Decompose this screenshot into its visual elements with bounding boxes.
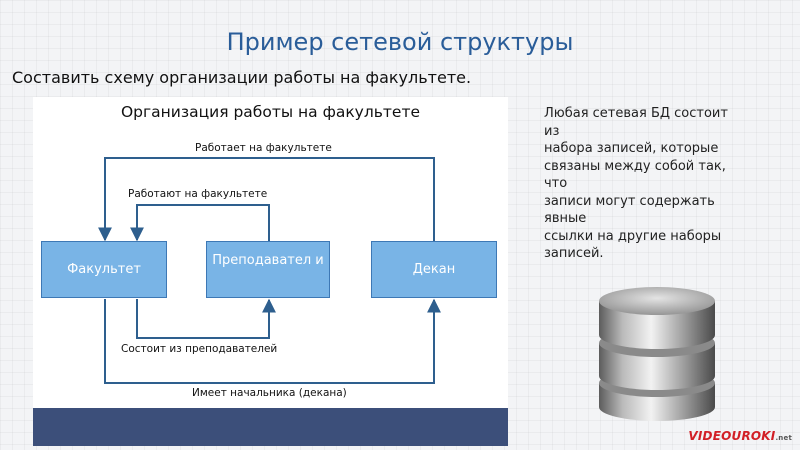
watermark-suffix: .net (775, 434, 792, 442)
side-line: что (544, 176, 568, 191)
slide-subtitle: Составить схему организации работы на фа… (12, 68, 472, 87)
side-description: Любая сетевая БД состоит из набора запис… (544, 105, 766, 263)
side-line: набора записей, которые (544, 141, 719, 156)
side-line: ссылки на другие наборы (544, 228, 722, 244)
node-faculty: Факультет (41, 241, 167, 298)
edge-faculty-dean (104, 298, 441, 384)
videouroki-watermark: VIDEOUROKI.net (688, 429, 792, 443)
side-line: Любая сетевая БД состоит (544, 106, 728, 121)
side-line: из (544, 123, 560, 139)
side-line: связаны между собой так, (544, 158, 726, 174)
diagram-panel: Организация работы на факультете Факульт… (33, 97, 508, 446)
panel-footer-band (33, 408, 508, 446)
diagram-title: Организация работы на факультете (120, 103, 421, 121)
diagram-arrows (98, 157, 441, 384)
edge-label-dean-faculty: Работает на факультете (193, 142, 334, 154)
edge-faculty-teachers (136, 298, 276, 339)
edge-label-faculty-teachers: Состоит из преподавателей (119, 343, 280, 355)
side-line: записей. (544, 246, 604, 261)
edge-dean-faculty (98, 157, 435, 242)
edge-label-faculty-dean: Имеет начальника (декана) (190, 387, 349, 399)
edge-teachers-faculty (130, 204, 270, 242)
node-dean: Декан (371, 241, 497, 298)
watermark-text: VIDEOUROKI (688, 429, 776, 443)
side-line: явные (544, 211, 587, 226)
node-teachers: Преподавател и (206, 241, 330, 298)
edge-label-teachers-faculty: Работают на факультете (126, 188, 270, 200)
side-line: записи могут содержать (544, 193, 715, 209)
database-cylinder-icon (599, 287, 715, 421)
slide-title: Пример сетевой структуры (226, 28, 574, 56)
